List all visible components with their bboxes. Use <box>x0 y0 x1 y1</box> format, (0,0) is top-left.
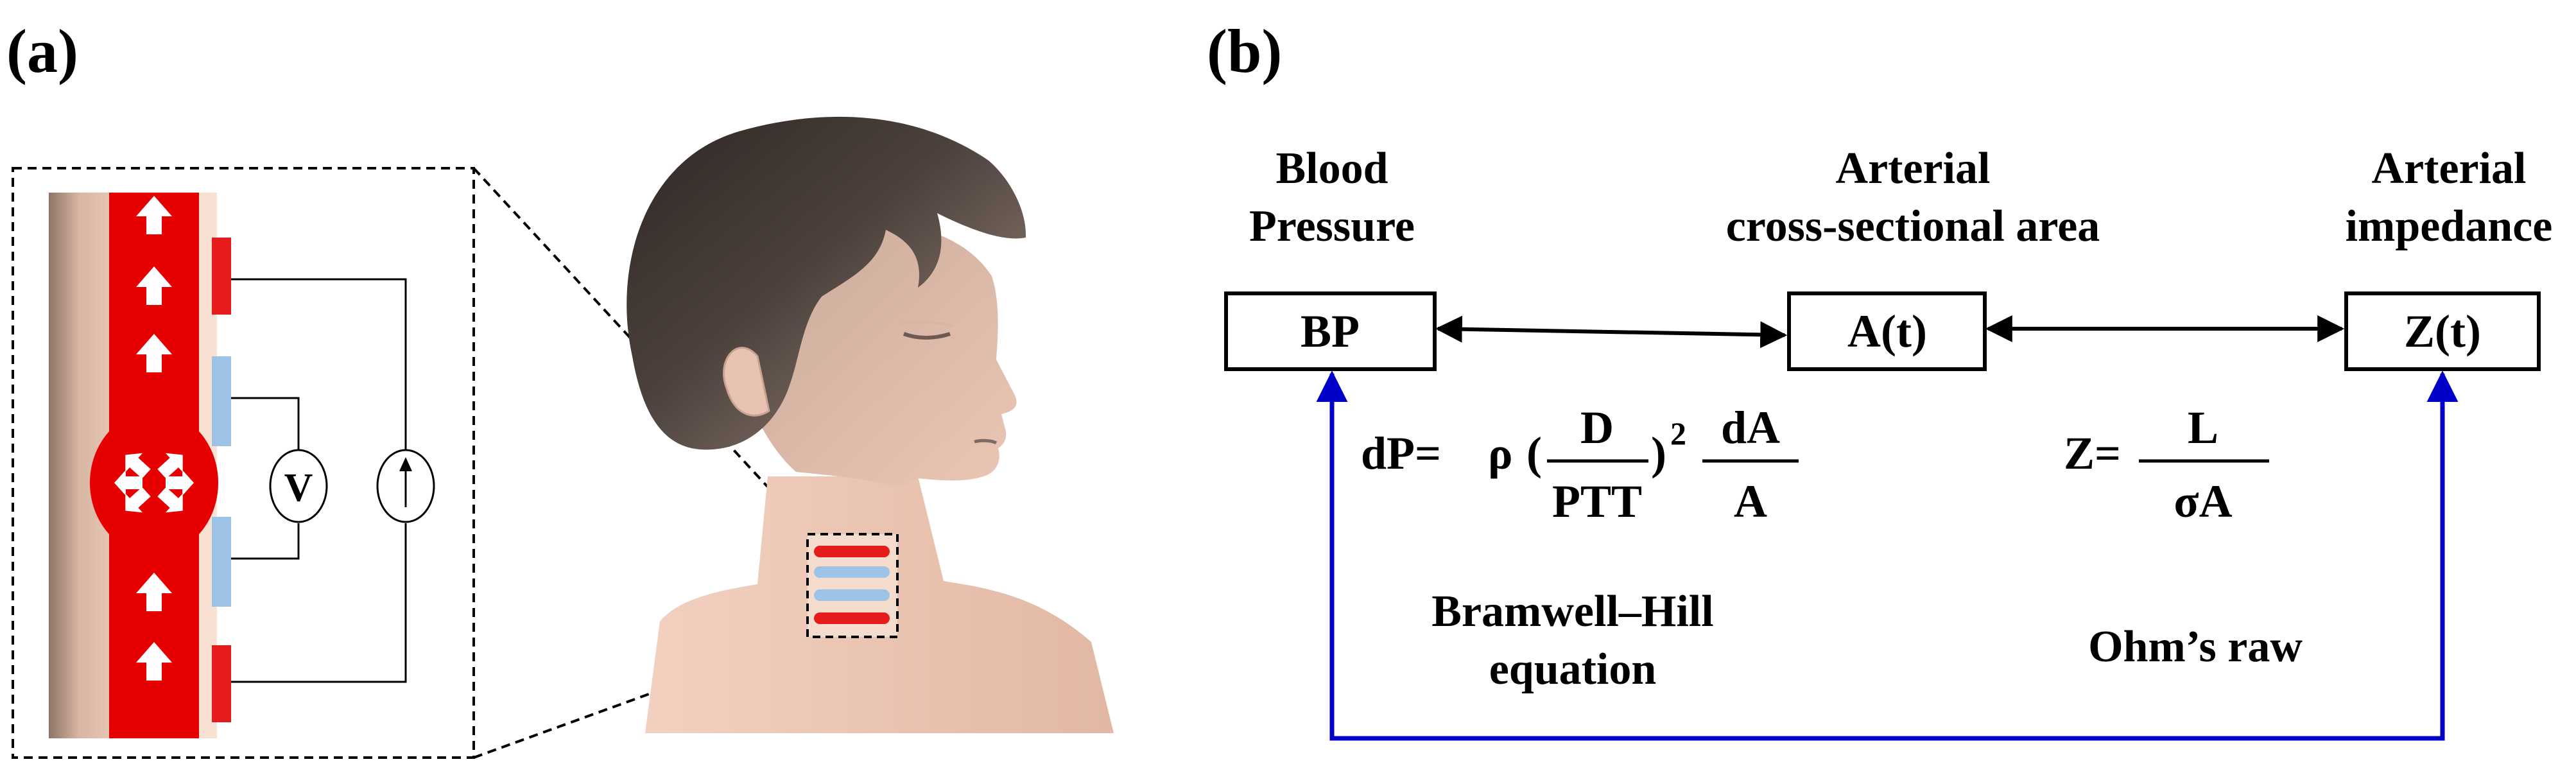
ear <box>723 347 770 417</box>
impedance-node: Z(t) <box>2344 291 2541 371</box>
area-title-line1: Arterial <box>1836 144 1991 193</box>
radial-arrow-icon <box>157 487 183 513</box>
flow-arrows <box>136 196 172 681</box>
up-arrow-icon <box>136 573 172 611</box>
area-node: A(t) <box>1787 291 1987 371</box>
radial-arrows <box>114 453 194 513</box>
ohm-lhs: Z= <box>2064 428 2121 479</box>
patch-electrode-red <box>814 612 890 624</box>
current-electrode-bottom <box>212 645 231 722</box>
voltage-electrode-bottom <box>212 517 231 607</box>
ohm-formula: Z= L σA <box>2064 402 2269 527</box>
up-arrow-icon <box>136 196 172 234</box>
impedance-title-line2: impedance <box>2346 202 2553 251</box>
formula-exponent: 2 <box>1670 415 1686 451</box>
radial-arrow-icon <box>114 470 143 496</box>
impedance-box-label: Z(t) <box>2404 306 2481 357</box>
zoom-inset: V <box>49 193 435 738</box>
ohm-num: L <box>2188 402 2218 453</box>
patch-electrode-blue <box>814 589 890 601</box>
bramwell-caption-line2: equation <box>1489 645 1657 694</box>
radial-arrow-icon <box>157 453 183 479</box>
bp-box-label: BP <box>1301 306 1360 357</box>
formula-num2: dA <box>1721 402 1780 453</box>
captions: Bramwell–Hill equation Ohm’s raw <box>1431 587 2303 694</box>
bp-node: BP <box>1224 291 1437 371</box>
panel-a-label: (a) <box>6 17 78 85</box>
feedback-connector <box>1316 370 2459 741</box>
patch-electrode-blue <box>814 566 890 578</box>
bramwell-caption-line1: Bramwell–Hill <box>1431 587 1713 636</box>
sensor-patch <box>806 533 899 638</box>
up-arrow-icon <box>136 334 172 372</box>
formula-den2: A <box>1734 476 1767 527</box>
formula-rho: ρ <box>1488 428 1513 479</box>
radial-arrow-icon <box>125 487 151 513</box>
voltmeter-icon: V <box>269 449 328 523</box>
closed-eye <box>903 332 951 340</box>
formula-lhs: dP= <box>1361 428 1441 479</box>
bramwell-formula: dP= ρ ( D PTT ) 2 dA A <box>1361 402 1799 527</box>
circuit-wires <box>231 278 407 683</box>
area-box-label: A(t) <box>1847 306 1927 357</box>
formula-den1: PTT <box>1552 476 1642 527</box>
patch-electrode-red <box>814 546 890 557</box>
bp-title-line2: Pressure <box>1249 202 1415 251</box>
up-arrow-icon <box>136 266 172 305</box>
formula-num1: D <box>1580 402 1614 453</box>
ohm-den: σA <box>2174 476 2232 527</box>
up-arrow-icon <box>136 642 172 681</box>
node-titles: Blood Pressure Arterial cross-sectional … <box>1249 144 2552 251</box>
current-electrode-top <box>212 238 231 315</box>
area-title-line2: cross-sectional area <box>1726 202 2100 251</box>
mouth <box>974 439 998 445</box>
bp-title-line1: Blood <box>1275 144 1388 193</box>
radial-arrow-icon <box>125 453 151 479</box>
head-illustration <box>627 116 1114 733</box>
voltmeter-symbol: V <box>284 466 313 510</box>
ohm-caption: Ohm’s raw <box>2088 622 2303 672</box>
formula-paren-open: ( <box>1526 428 1542 479</box>
voltage-electrode-top <box>212 356 231 446</box>
pulse-bulge <box>90 411 218 555</box>
radial-arrow-icon <box>166 470 194 496</box>
panel-b-label: (b) <box>1207 17 1282 85</box>
current-source-icon <box>376 449 435 523</box>
impedance-title-line1: Arterial <box>2372 144 2527 193</box>
bp-area-arrow <box>1435 315 1788 349</box>
relation-arrows <box>1435 315 2345 349</box>
formula-paren-close: ) <box>1651 428 1666 479</box>
